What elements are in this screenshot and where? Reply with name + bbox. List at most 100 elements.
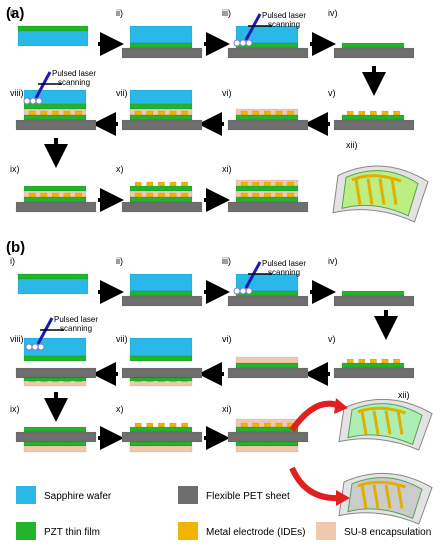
laser-label-line2: scanning: [268, 20, 300, 29]
ide-finger: [396, 410, 404, 435]
layer-stack: [333, 290, 415, 307]
step-label: viii): [10, 88, 24, 98]
ide-finger: [384, 410, 392, 435]
electrode-segment: [240, 181, 248, 187]
step-label: vi): [222, 334, 232, 344]
layer-stack: [15, 426, 97, 453]
pet-sheet: [121, 295, 203, 307]
laser-spot: [35, 97, 43, 105]
ide-finger: [396, 484, 404, 509]
electrode-segment: [346, 110, 354, 116]
laser-spot: [25, 343, 33, 351]
electrode-segment: [75, 110, 83, 116]
electrode-segment: [169, 110, 177, 116]
step-label: x): [116, 404, 124, 414]
ide-finger: [366, 178, 374, 205]
step-label: ii): [116, 256, 123, 266]
electrode-segment: [40, 110, 48, 116]
pzt-film: [235, 441, 299, 447]
pzt-film: [129, 290, 193, 297]
electrode-segment: [134, 192, 142, 198]
layer-stack: [227, 418, 309, 453]
laser-spot: [245, 287, 253, 295]
electrode-segment: [134, 181, 142, 187]
panel-label-b: (b): [6, 239, 25, 256]
step-label: i): [10, 256, 15, 266]
laser-spot: [37, 343, 45, 351]
pzt-film: [23, 377, 87, 382]
pzt-film: [341, 114, 405, 121]
electrode-segment: [28, 192, 36, 198]
electrode-segment: [287, 110, 295, 116]
ide-finger: [372, 410, 380, 435]
laser-beam: [244, 261, 262, 289]
pzt-film: [129, 355, 193, 362]
ide-finger: [360, 484, 368, 509]
electrode-segment: [157, 110, 165, 116]
step-label: v): [328, 334, 336, 344]
layer-stack: [15, 185, 97, 213]
electrode-segment: [169, 181, 177, 187]
su8-layer: [235, 445, 299, 453]
layer-stack: [15, 89, 97, 131]
laser-spot: [29, 97, 37, 105]
electrode-segment: [381, 358, 389, 364]
pet-sheet: [15, 367, 97, 379]
layer-stack: [227, 108, 309, 131]
pet-sheet: [333, 47, 415, 59]
pzt-film: [23, 103, 87, 110]
pzt-film: [129, 441, 193, 447]
ide-bus: [357, 480, 407, 489]
step-label: iii): [222, 8, 231, 18]
laser-beam: [34, 71, 52, 99]
step-label: v): [328, 88, 336, 98]
pet-sheet: [121, 201, 203, 213]
pet-sheet: [121, 431, 203, 443]
electrode-segment: [181, 181, 189, 187]
pzt-film: [235, 426, 299, 433]
pzt-film: [129, 114, 193, 121]
laser-label-line2: scanning: [60, 324, 92, 333]
pzt-film: [235, 114, 299, 121]
electrode-segment: [358, 358, 366, 364]
panel-a-process: i)ii)iii)iv)Pulsed laserscanningv)vi)vii…: [10, 8, 429, 223]
electrode-segment: [134, 422, 142, 428]
electrode-segment: [146, 110, 154, 116]
pet-sheet: [333, 295, 415, 307]
electrode-segment: [63, 110, 71, 116]
flexible-device-a: [332, 165, 429, 223]
legend-swatch-su8: [316, 522, 336, 540]
electrode-segment: [252, 181, 260, 187]
electrode-segment: [169, 422, 177, 428]
legend-label-electrode: Metal electrode (IDEs): [206, 527, 305, 538]
electrode-segment: [28, 110, 36, 116]
pzt-film: [129, 185, 193, 192]
legend-label-su8: SU-8 encapsulation: [344, 527, 431, 538]
laser-label-line2: scanning: [268, 268, 300, 277]
legend: Sapphire wafer Flexible PET sheet PZT th…: [16, 486, 431, 540]
electrode-segment: [275, 110, 283, 116]
pzt-film: [23, 114, 87, 121]
flexible-device-b-bottom: [338, 472, 433, 525]
layer-stack: [121, 89, 203, 131]
pzt-film: [235, 196, 299, 203]
pzt-film: [129, 42, 193, 49]
pzt-film: [235, 362, 299, 369]
step-label: ix): [10, 164, 20, 174]
step-label: xi): [222, 404, 232, 414]
step-label: vi): [222, 88, 232, 98]
layer-stack: [121, 25, 203, 59]
pet-sheet: [227, 119, 309, 131]
step-label: iii): [222, 256, 231, 266]
red-curved-arrow: [289, 466, 341, 502]
laser-spot: [245, 39, 253, 47]
step-label: viii): [10, 334, 24, 344]
laser-spot: [31, 343, 39, 351]
electrode-segment: [287, 181, 295, 187]
ide-bus: [357, 406, 407, 415]
electrode-segment: [157, 181, 165, 187]
pet-sheet: [121, 367, 203, 379]
electrode-segment: [181, 422, 189, 428]
step-label: iv): [328, 8, 338, 18]
layer-stack: [17, 25, 89, 47]
